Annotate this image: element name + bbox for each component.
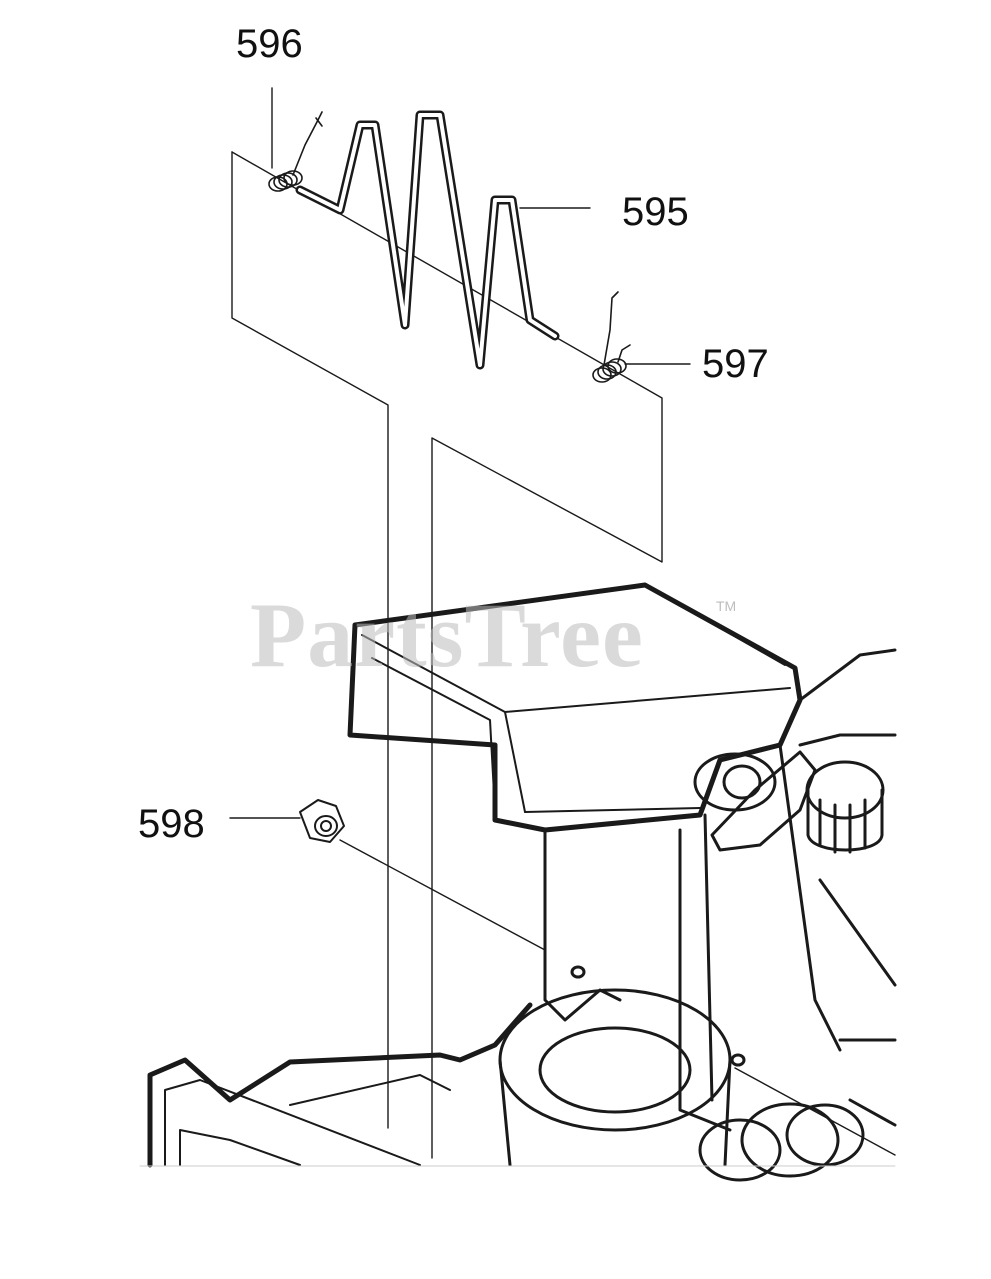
engine-housing — [798, 648, 897, 1127]
callout-595[interactable]: 595 — [622, 190, 689, 234]
chute-deflector — [347, 582, 803, 833]
spring-597 — [592, 291, 631, 383]
chute-body — [543, 743, 842, 1132]
wire-595 — [295, 110, 560, 370]
callout-596[interactable]: 596 — [236, 22, 303, 66]
impeller-ring — [498, 988, 732, 1167]
cable-loops — [698, 1102, 865, 1182]
adjustment-knob — [693, 750, 885, 854]
base-frame — [147, 1002, 533, 1168]
callout-598[interactable]: 598 — [138, 802, 205, 846]
trademark-symbol: TM — [716, 598, 737, 614]
spring-596 — [268, 111, 323, 192]
assembly-guide-lines — [229, 87, 896, 1159]
nut-598 — [299, 799, 345, 843]
callout-597[interactable]: 597 — [702, 342, 769, 386]
partstree-watermark: PartsTree — [250, 584, 644, 686]
